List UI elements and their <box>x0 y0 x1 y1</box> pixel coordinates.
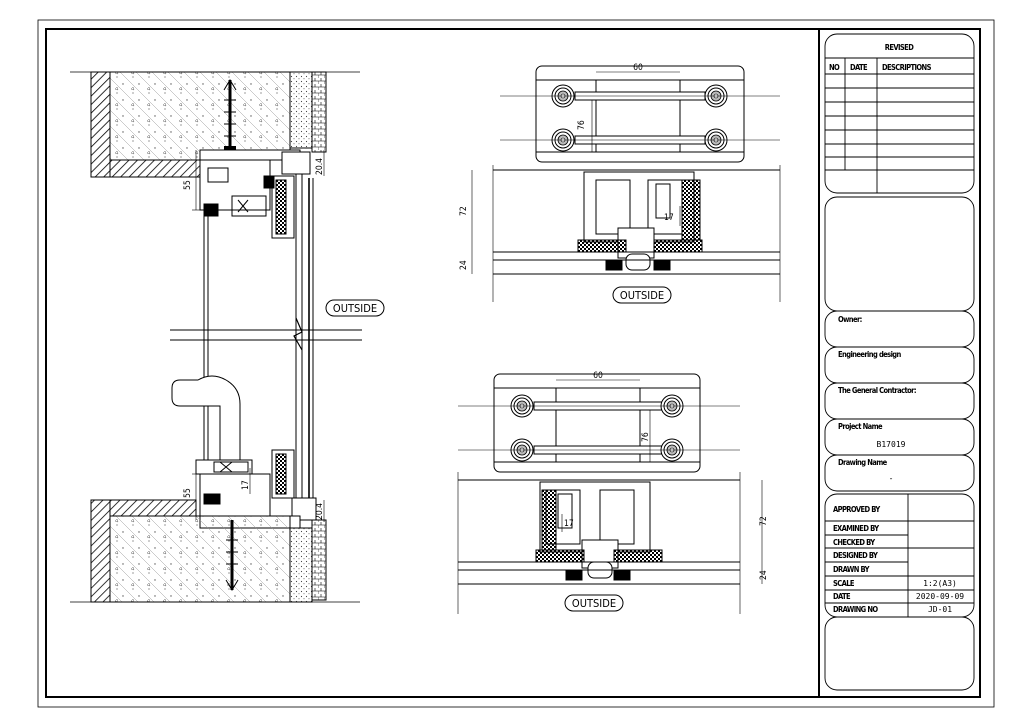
steel-box-top <box>535 65 745 163</box>
plan-detail-top: 60 76 72 24 17 OUTSIDE <box>459 63 781 304</box>
steel-box-bottom <box>493 373 701 473</box>
bottom-brick-cladding <box>311 519 327 601</box>
dim-76-top: 76 <box>577 120 587 130</box>
glazing-unit <box>203 174 314 498</box>
drawn-by-label: DRAWN BY <box>833 565 870 574</box>
dim-bottom-gap: 20.4 <box>315 503 325 520</box>
project-name-value: B17019 <box>877 440 906 449</box>
drawing-no-label: DRAWING NO <box>833 605 878 614</box>
sheet-inner-border <box>45 28 981 698</box>
top-render-layer <box>289 71 313 149</box>
bottom-wall-insulation <box>90 499 111 603</box>
outside-tag-left <box>325 299 385 317</box>
scale-value: 1:2(A3) <box>923 579 957 588</box>
top-wall-insulation <box>90 71 111 178</box>
outside-label-bottom: OUTSIDE <box>572 597 616 610</box>
top-concrete-slab <box>109 71 291 161</box>
bolt-rods-top <box>574 91 706 145</box>
column-date: DATE <box>850 63 868 72</box>
title-block <box>824 33 975 691</box>
dim-24-top: 24 <box>459 260 469 270</box>
mullion-profile-top <box>577 171 703 271</box>
engineering-design-label: Engineering design <box>838 350 902 359</box>
top-brick-cladding <box>311 71 327 153</box>
dim-24-bottom: 24 <box>759 570 769 580</box>
column-descriptions: DESCRIPTIONS <box>882 63 932 72</box>
outside-tag-top <box>612 286 672 304</box>
window-handle <box>171 375 241 461</box>
plan-detail-bottom: 60 76 72 24 17 OUTSIDE <box>457 371 769 614</box>
date-value: 2020-09-09 <box>916 592 964 601</box>
outside-label-left: OUTSIDE <box>333 302 377 315</box>
approved-by-label: APPROVED BY <box>833 505 880 514</box>
bolt-rods-bottom <box>533 401 665 455</box>
examined-by-label: EXAMINED BY <box>833 524 879 533</box>
dim-top-gap: 20.4 <box>315 158 325 175</box>
drawing-name-label: Drawing Name <box>838 458 888 467</box>
project-name-label: Project Name <box>838 422 883 431</box>
break-line <box>170 317 362 351</box>
dim-76-bottom: 76 <box>641 432 651 442</box>
vertical-section-detail: 55 20.4 55 17 20.4 OUTSIDE <box>70 71 385 603</box>
checked-by-label: CHECKED BY <box>833 538 875 547</box>
dim-17-bottom: 17 <box>564 519 574 529</box>
outside-tag-bottom <box>564 594 624 612</box>
dim-60-bottom: 60 <box>593 371 603 381</box>
column-no: NO <box>829 63 840 72</box>
dim-60-top: 60 <box>633 63 643 73</box>
designed-by-label: DESIGNED BY <box>833 551 878 560</box>
outside-label-top: OUTSIDE <box>620 289 664 302</box>
general-contractor-label: The General Contractor: <box>838 386 916 395</box>
bottom-render-layer <box>289 527 313 603</box>
mullion-profile-bottom <box>535 481 663 581</box>
drawing-no-value: JD-01 <box>928 605 952 614</box>
title-block-text: REVISED NO DATE DESCRIPTIONS Owner: Engi… <box>829 43 964 614</box>
top-frame-profile <box>199 149 311 239</box>
dim-bottom-55: 55 <box>183 488 193 498</box>
dim-bottom-17: 17 <box>241 480 251 490</box>
owner-label: Owner: <box>838 315 862 324</box>
dim-72-top: 72 <box>459 206 469 216</box>
scale-label: SCALE <box>833 579 855 588</box>
section-dimensions <box>192 150 325 522</box>
bottom-anchor-bolt <box>225 520 239 591</box>
date-label: DATE <box>833 592 851 601</box>
revised-heading: REVISED <box>885 43 914 52</box>
drawing-name-value: - <box>889 474 894 483</box>
bottom-concrete-slab <box>109 515 291 603</box>
sheet-outer-border <box>37 19 995 708</box>
dim-top-55: 55 <box>183 180 193 190</box>
dim-72-bottom: 72 <box>759 516 769 526</box>
dim-17-top: 17 <box>664 213 674 223</box>
